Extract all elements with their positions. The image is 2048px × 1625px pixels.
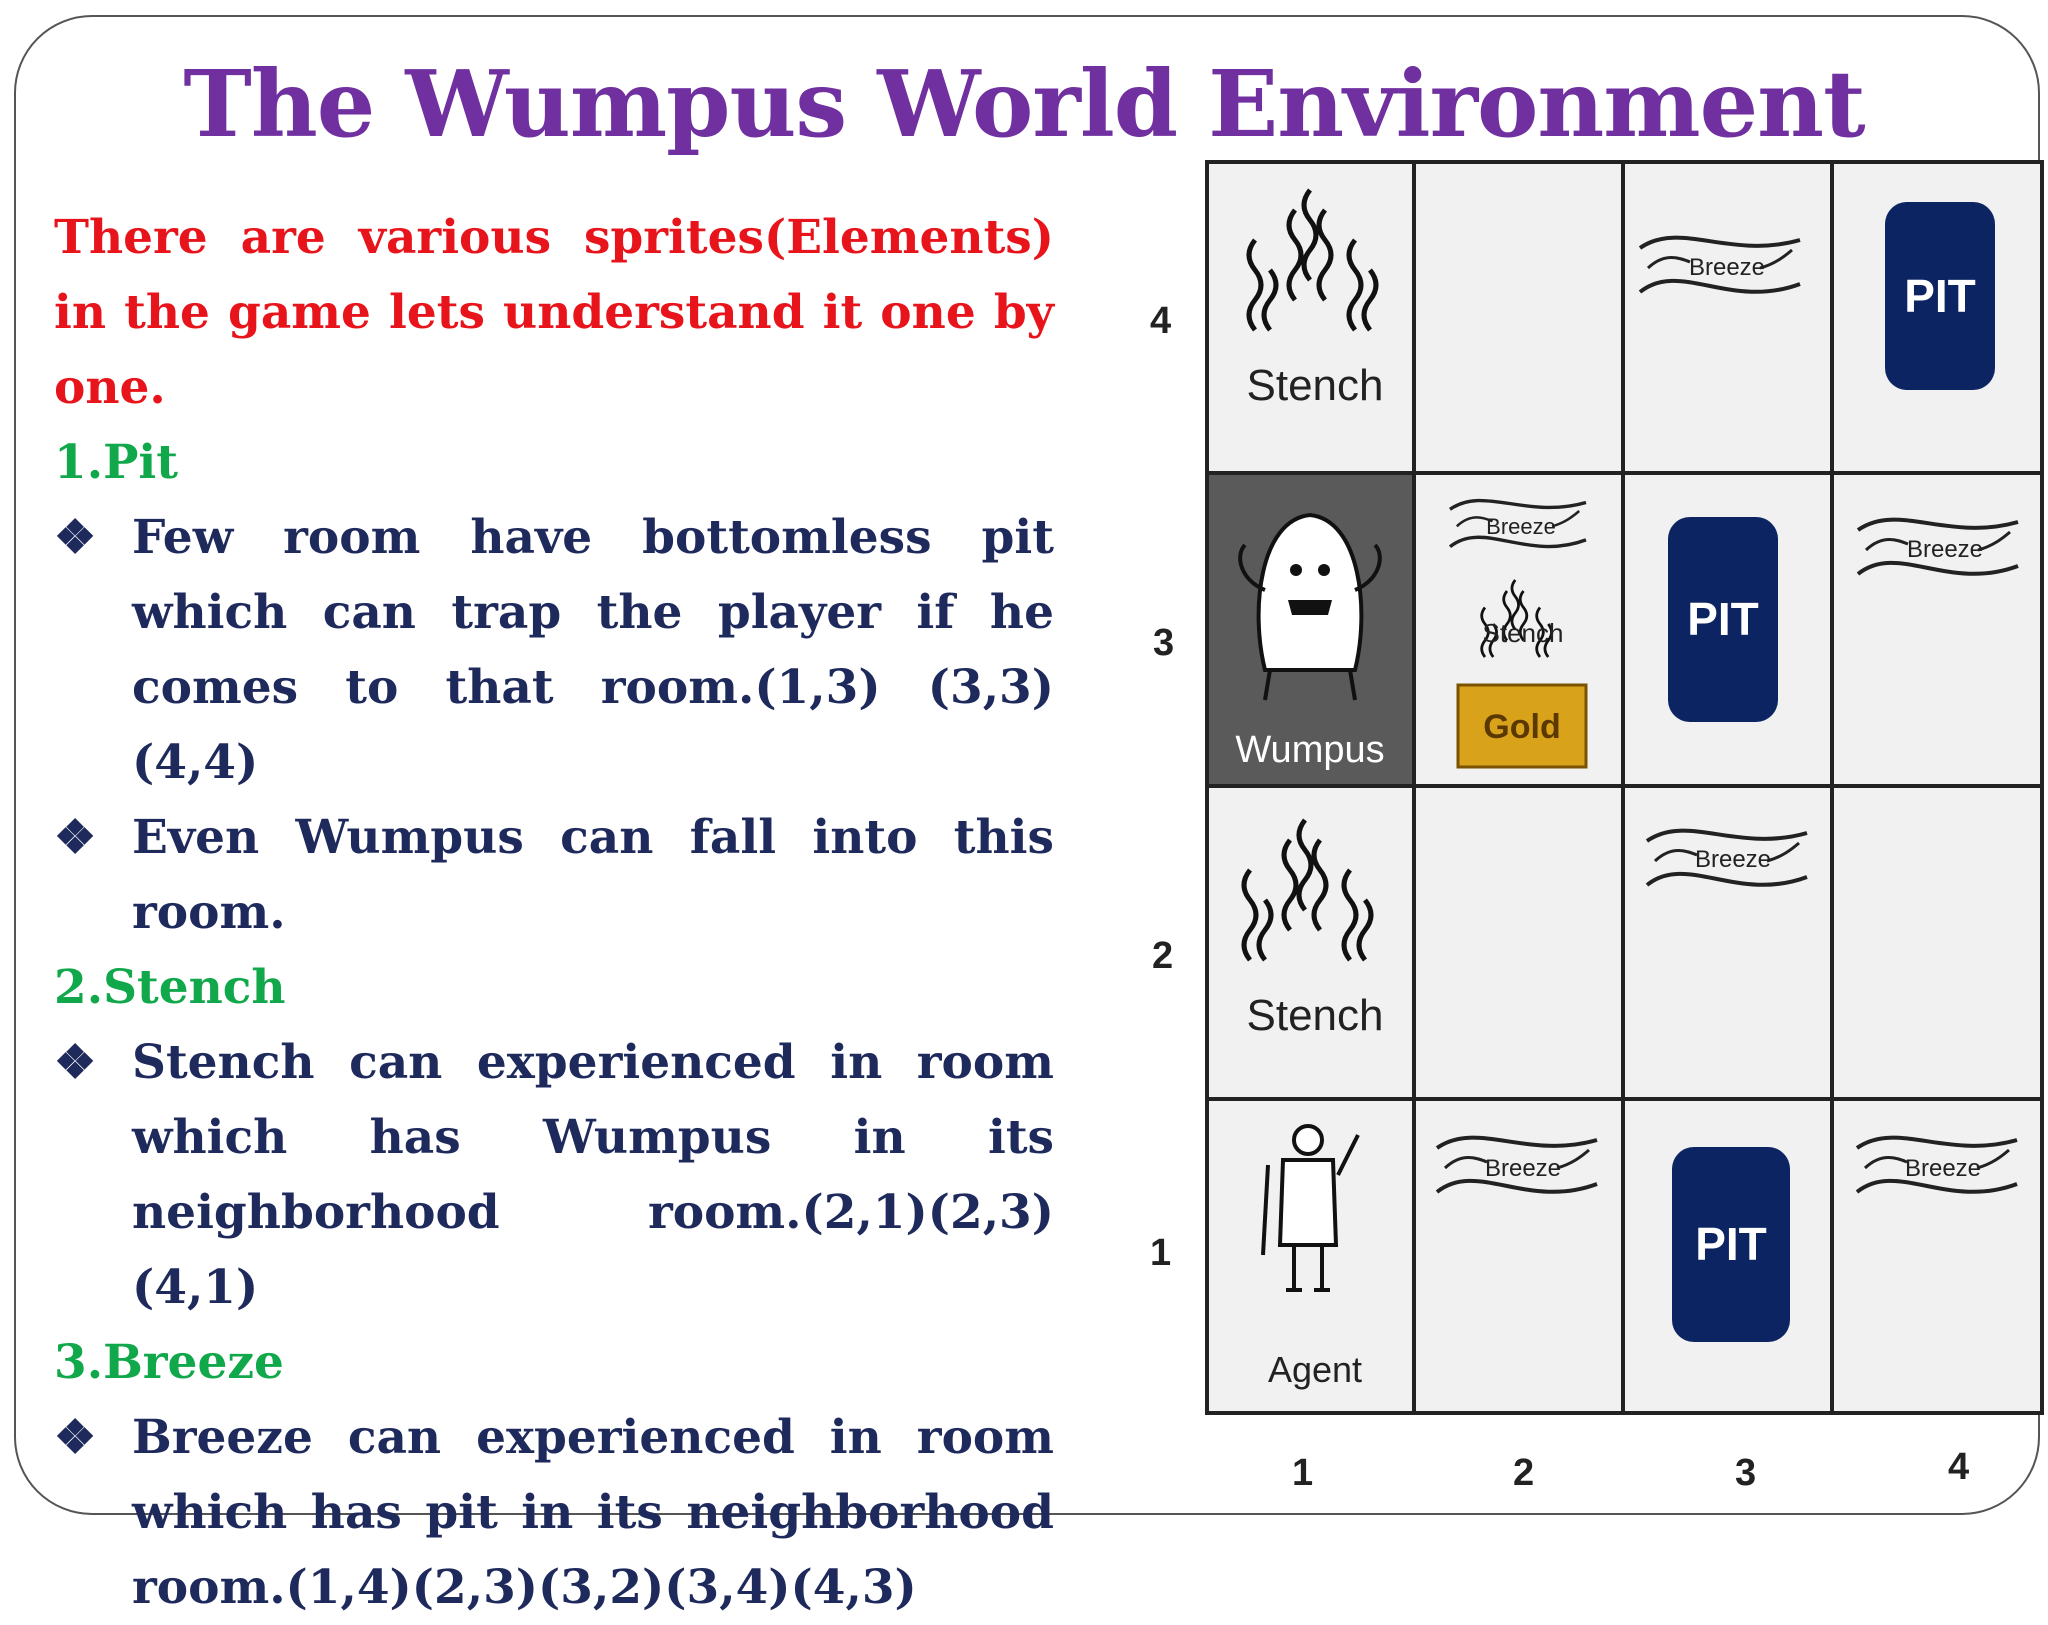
col-label: 2 [1513, 1452, 1535, 1494]
row-label: 2 [1152, 935, 1174, 977]
cell-label: PIT [1904, 270, 1976, 322]
cell-label: PIT [1695, 1218, 1767, 1270]
bullet-text: Few room have bottomless pit which can t… [132, 510, 1054, 790]
bullet-text: Even Wumpus can fall into this room. [132, 810, 1054, 940]
cell-label: Agent [1268, 1349, 1362, 1390]
slide-body: There are various sprites(Elements) in t… [54, 200, 1054, 1625]
bullet-text: Breeze can experienced in room which has… [132, 1410, 1054, 1615]
bullet-pit-2: ❖ Even Wumpus can fall into this room. [54, 800, 1054, 950]
cell-label: Breeze [1689, 254, 1765, 281]
col-label: 1 [1292, 1452, 1314, 1494]
bullet-breeze-1: ❖ Breeze can experienced in room which h… [54, 1400, 1054, 1625]
cell-label: Stench [1247, 991, 1384, 1040]
wumpus-grid-diagram: Stench Breeze PIT Wumpus Breeze Stench G… [1205, 160, 2044, 1415]
cell-label: Stench [1483, 618, 1564, 648]
cell-label: Gold [1483, 708, 1560, 746]
bullet-text: Stench can experienced in room which has… [132, 1035, 1054, 1315]
pit-icon [1668, 517, 1778, 722]
col-label: 3 [1735, 1452, 1757, 1494]
cell-label: Breeze [1695, 846, 1771, 873]
bullet-stench-1: ❖ Stench can experienced in room which h… [54, 1025, 1054, 1325]
cell-label: Breeze [1905, 1155, 1981, 1182]
heading-breeze: 3.Breeze [54, 1335, 284, 1390]
agent-icon [1261, 1124, 1360, 1292]
intro-text: There are various sprites(Elements) in t… [54, 210, 1054, 415]
cell-label: Breeze [1485, 1155, 1561, 1182]
diamond-bullet-icon: ❖ [54, 1410, 97, 1465]
row-label: 4 [1150, 300, 1172, 342]
bullet-pit-1: ❖ Few room have bottomless pit which can… [54, 500, 1054, 800]
pit-icon [1885, 202, 1995, 390]
diamond-bullet-icon: ❖ [54, 1035, 97, 1090]
row-label: 3 [1153, 622, 1175, 664]
wumpus-icon [1238, 512, 1382, 701]
pit-icon [1672, 1147, 1790, 1342]
slide-title: The Wumpus World Environment [183, 50, 1865, 158]
col-label: 4 [1948, 1446, 1970, 1488]
heading-pit: 1.Pit [54, 435, 178, 490]
gold-icon [1456, 683, 1588, 769]
heading-stench: 2.Stench [54, 960, 286, 1015]
cell-label: PIT [1687, 593, 1759, 645]
diamond-bullet-icon: ❖ [54, 810, 97, 865]
diamond-bullet-icon: ❖ [54, 510, 97, 565]
row-label: 1 [1150, 1232, 1172, 1274]
cell-label: Wumpus [1235, 729, 1384, 771]
cell-label: Breeze [1486, 514, 1556, 539]
cell-label: Stench [1247, 361, 1384, 410]
cell-label: Breeze [1907, 536, 1983, 563]
